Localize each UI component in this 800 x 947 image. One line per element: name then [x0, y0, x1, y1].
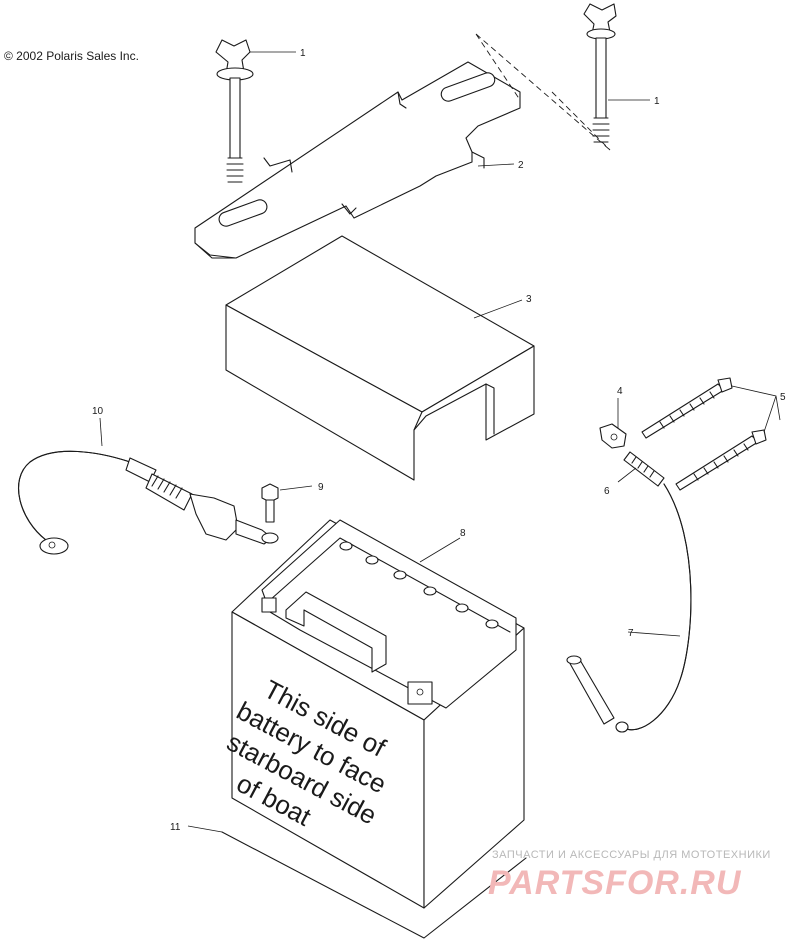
positive-terminal	[407, 681, 433, 705]
terminal-bolt	[261, 483, 279, 523]
leader-lines	[99, 51, 781, 833]
negative-terminal	[261, 597, 277, 613]
callout-10: 10	[92, 406, 104, 417]
terminal-nut	[599, 423, 627, 449]
wing-bolt-right	[583, 3, 617, 143]
copyright-text: © 2002 Polaris Sales Inc.	[4, 49, 139, 63]
battery	[231, 519, 525, 909]
positive-cable	[566, 483, 692, 733]
cell-caps	[339, 541, 499, 629]
callout-4: 4	[617, 386, 623, 397]
callout-5: 5	[780, 392, 786, 403]
hold-down-bracket	[194, 61, 521, 259]
watermark-brand: PARTSFOR.RU	[488, 864, 742, 902]
callout-7: 7	[628, 628, 634, 639]
callout-3: 3	[526, 294, 532, 305]
callout-11: 11	[170, 822, 181, 833]
watermark: ЗАПЧАСТИ И АКСЕССУАРЫ ДЛЯ МОТОТЕХНИКИ PA…	[488, 849, 771, 902]
watermark-tagline: ЗАПЧАСТИ И АКСЕССУАРЫ ДЛЯ МОТОТЕХНИКИ	[492, 849, 771, 861]
battery-cover	[225, 235, 535, 481]
callout-9: 9	[318, 482, 324, 493]
wing-bolt-left	[215, 39, 254, 183]
negative-cable	[17, 450, 279, 555]
terminal-screw	[623, 451, 665, 487]
callout-8: 8	[460, 528, 466, 539]
callout-1-right: 1	[654, 96, 660, 107]
alignment-line	[475, 33, 611, 151]
callout-2: 2	[518, 160, 524, 171]
callout-1-left: 1	[300, 48, 306, 59]
battery-callout-bracket	[221, 831, 527, 939]
callout-6: 6	[604, 486, 610, 497]
screws	[641, 377, 767, 491]
